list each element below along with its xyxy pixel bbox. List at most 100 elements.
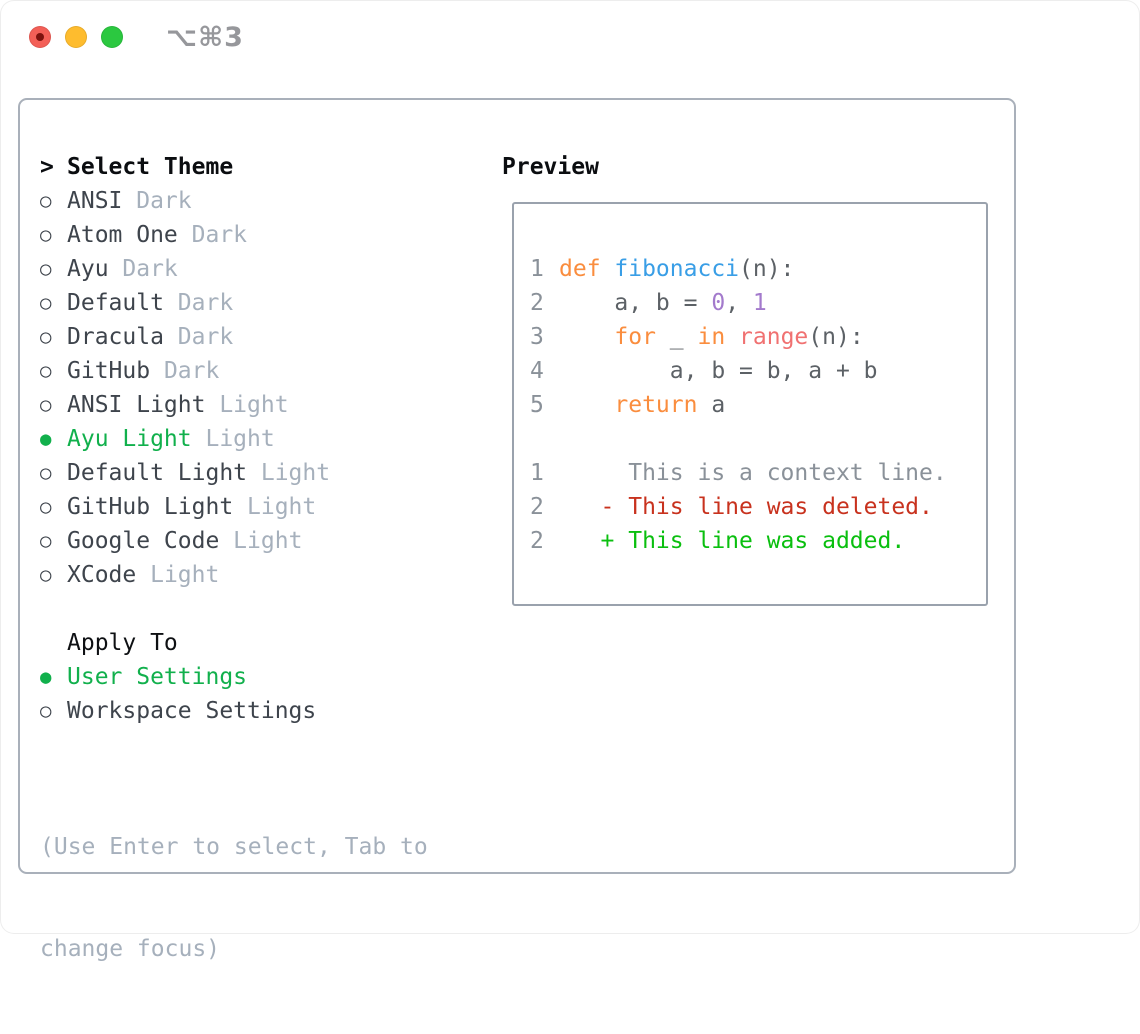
theme-option-xcode[interactable]: ○ XCode Light [40,558,330,592]
code-line: 2 a, b = 0, 1 [530,286,947,320]
code-line: 2 + This line was added. [530,524,947,558]
spacer [40,592,330,626]
radio-unselected-icon: ○ [40,496,52,518]
theme-option-github-light-variant-label: Light [233,494,317,520]
radio-unselected-icon: ○ [40,564,52,586]
theme-option-ayu-light-variant-label: Light [191,426,275,452]
theme-option-google-code-variant-label: Light [219,528,303,554]
theme-option-google-code-label: Google Code [67,528,220,554]
radio-unselected-icon: ○ [40,224,52,246]
cursor-prefix: > [40,154,54,180]
apply-to-header: Apply To [40,626,330,660]
token-number: 1 [752,290,767,316]
theme-option-atom-one-variant-label: Dark [177,222,248,248]
theme-option-dracula-label: Dracula [67,324,164,350]
theme-option-dracula[interactable]: ○ Dracula Dark [40,320,330,354]
line-number: 1 [530,460,544,486]
token-plain [559,324,614,350]
line-number: 3 [530,324,544,350]
token-keyword: return [614,392,698,418]
line-number: 2 [530,494,544,520]
theme-option-dracula-variant-label: Dark [163,324,234,350]
token-number: 0 [711,290,726,316]
theme-option-default-light-label: Default Light [67,460,248,486]
theme-option-github-light-label: GitHub Light [67,494,234,520]
token-context: This is a context line. [559,460,947,486]
theme-option-ayu-label: Ayu [67,256,109,282]
theme-option-default-variant-label: Dark [163,290,234,316]
radio-unselected-icon: ○ [40,700,52,722]
theme-option-default-light-variant-label: Light [247,460,331,486]
theme-option-ansi-light-label: ANSI Light [67,392,206,418]
code-line: 1 def fibonacci(n): [530,252,947,286]
radio-unselected-icon: ○ [40,360,52,382]
token-deleted: - This line was deleted. [559,494,933,520]
code-text: def fibonacci(n): [559,256,794,282]
close-button[interactable] [29,26,51,48]
radio-unselected-icon: ○ [40,326,52,348]
radio-selected-icon: ● [40,666,52,688]
token-keyword: def [559,256,615,282]
theme-option-default-label: Default [67,290,164,316]
window-title: ⌥⌘3 [166,22,244,53]
theme-list-header-label: Select Theme [67,154,234,180]
theme-option-github-light[interactable]: ○ GitHub Light Light [40,490,330,524]
apply-option-user-settings[interactable]: ●User Settings [40,660,330,694]
token-added: + This line was added. [559,528,906,554]
theme-option-ansi[interactable]: ○ANSI Dark [40,184,330,218]
line-number: 4 [530,358,544,384]
token-plain: , [725,290,753,316]
theme-list-header: > Select Theme [40,150,330,184]
minimize-button[interactable] [65,26,87,48]
code-blank-line [530,422,947,456]
keyboard-hint: (Use Enter to select, Tab to change focu… [40,762,428,1034]
code-line: 3 for _ in range(n): [530,320,947,354]
radio-unselected-icon: ○ [40,462,52,484]
theme-picker-panel: >Select Theme○ANSI Dark○Atom One Dark○Ay… [18,98,1016,962]
code-line: 5 return a [530,388,947,422]
token-plain [559,392,614,418]
token-plain: (n): [808,324,864,350]
code-text: a, b = b, a + b [559,358,878,384]
theme-option-xcode-variant-label: Light [136,562,220,588]
radio-unselected-icon: ○ [40,190,52,212]
code-text: for _ in range(n): [559,324,864,350]
theme-option-default-light[interactable]: ○ Default Light Light [40,456,330,490]
token-plain: (n): [739,256,795,282]
token-function: fibonacci [614,256,740,282]
code-text: return a [559,392,725,418]
theme-option-xcode-label: XCode [67,562,137,588]
theme-option-github-label: GitHub [67,358,151,384]
theme-option-ayu[interactable]: ○Ayu Dark [40,252,330,286]
theme-option-default[interactable]: ○ Default Dark [40,286,330,320]
theme-option-atom-one[interactable]: ○Atom One Dark [40,218,330,252]
code-line: 1 This is a context line. [530,456,947,490]
theme-option-ayu-light-label: Ayu Light [67,426,192,452]
apply-to-header-label: Apply To [67,630,178,656]
zoom-button[interactable] [101,26,123,48]
theme-option-ansi-light-variant-label: Light [205,392,289,418]
line-number: 1 [530,256,544,282]
theme-option-ansi-label: ANSI [67,188,123,214]
preview-heading: Preview [502,154,599,180]
apply-option-workspace-settings[interactable]: ○Workspace Settings [40,694,330,728]
code-line: 2 - This line was deleted. [530,490,947,524]
token-plain: a, b = [559,290,712,316]
token-plain: a [697,392,726,418]
radio-unselected-icon: ○ [40,292,52,314]
theme-option-ayu-light[interactable]: ●Ayu Light Light [40,422,330,456]
token-plain: _ [655,324,698,350]
theme-option-github[interactable]: ○GitHub Dark [40,354,330,388]
token-plain [725,324,739,350]
token-keyword: in [697,324,726,350]
theme-option-ansi-light[interactable]: ○ ANSI Light Light [40,388,330,422]
theme-option-ayu-variant-label: Dark [108,256,178,282]
code-text: - This line was deleted. [559,494,933,520]
radio-unselected-icon: ○ [40,394,52,416]
line-number: 2 [530,528,544,554]
token-builtin: range [739,324,809,350]
app-window: ⌥⌘3 >Select Theme○ANSI Dark○Atom One Dar… [18,22,1016,962]
theme-option-google-code[interactable]: ○Google Code Light [40,524,330,558]
